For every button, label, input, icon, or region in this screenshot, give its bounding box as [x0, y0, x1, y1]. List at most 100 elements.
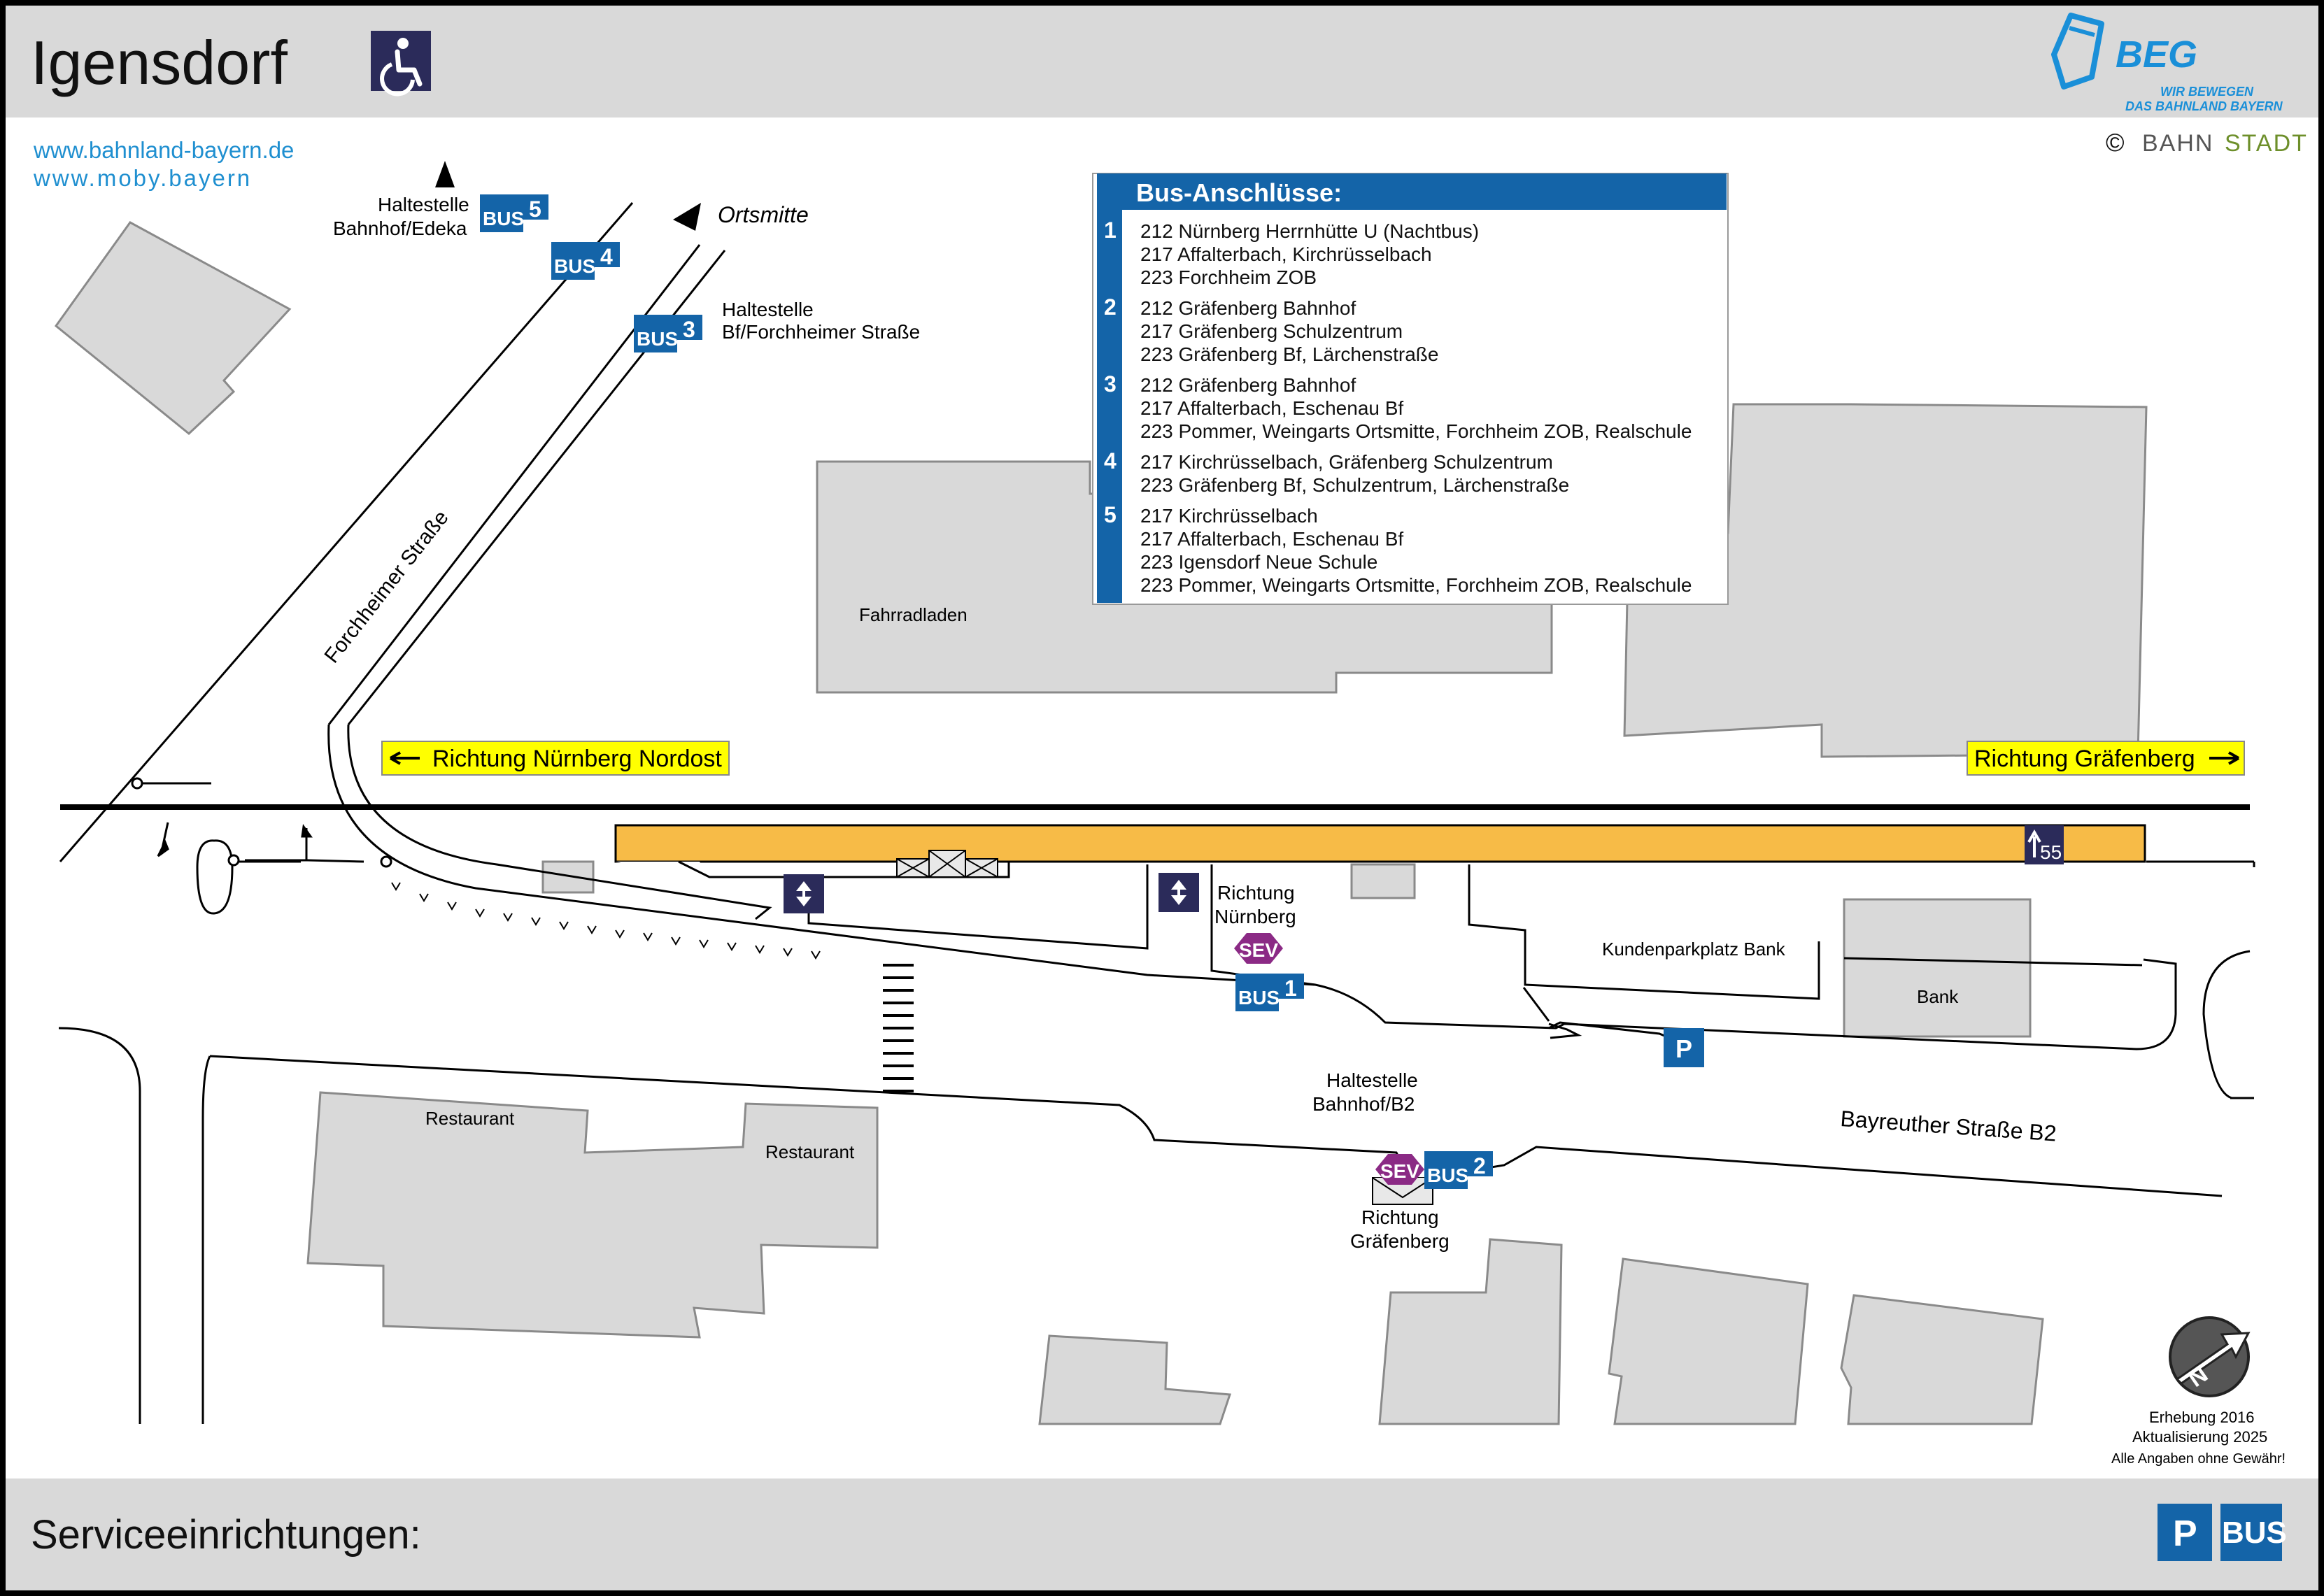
signal-circle-3 — [227, 854, 240, 867]
bus-connections-header — [1097, 173, 1727, 210]
bus-connections-line: 223 Pommer, Weingarts Ortsmitte, Forchhe… — [1140, 574, 1692, 596]
direction-sign-right: Richtung Gräfenberg — [1967, 741, 2245, 776]
north-arrow-icon — [435, 161, 455, 187]
platform — [614, 824, 2146, 863]
bus-connections-line: 212 Gräfenberg Bahnhof — [1140, 374, 1356, 396]
ortsmitte-label: Ortsmitte — [718, 202, 809, 227]
stop-3-label-2: Bf/Forchheimer Straße — [722, 321, 920, 343]
zebra-crossing — [883, 964, 914, 1092]
footer-services-label: Serviceeinrichtungen: — [31, 1512, 421, 1558]
direction-sign-left: Richtung Nürnberg Nordost — [381, 741, 730, 776]
bus-icon: BUS — [2220, 1504, 2287, 1561]
parking-icon: P — [2158, 1504, 2212, 1561]
label-kundenparkplatz: Kundenparkplatz Bank — [1602, 939, 1786, 960]
platform-lower-edge — [678, 860, 1010, 878]
sev-stop-graefenberg[interactable]: SEV — [1375, 1154, 1424, 1185]
stop-b2-label-1: Haltestelle — [1326, 1069, 1418, 1091]
bus-stop-1[interactable]: BUS 1 — [1235, 974, 1304, 1011]
railway-track — [60, 804, 2250, 810]
richtung-nuernberg-2: Nürnberg — [1214, 906, 1296, 927]
bus-connections-line: 223 Pommer, Weingarts Ortsmitte, Forchhe… — [1140, 420, 1692, 442]
bus-connections-line: 223 Gräfenberg Bf, Schulzentrum, Lärchen… — [1140, 474, 1569, 496]
header-bar — [6, 6, 2318, 117]
footer-parking-text: P — [2173, 1513, 2197, 1554]
note-survey: Erhebung 2016 — [2149, 1409, 2254, 1426]
label-bank: Bank — [1917, 986, 1959, 1007]
bus-connections-line: 217 Gräfenberg Schulzentrum — [1140, 320, 1403, 342]
parking-sign-text: P — [1675, 1034, 1692, 1063]
bus-connections-line: 223 Forchheim ZOB — [1140, 266, 1317, 288]
link-bahnland[interactable]: www.bahnland-bayern.de — [33, 137, 294, 163]
bus-stop-5-number: 5 — [529, 197, 541, 222]
stop-5-label-2: Bahnhof/Edeka — [333, 218, 467, 239]
bus-connections-line: 223 Igensdorf Neue Schule — [1140, 551, 1377, 573]
compass-icon: N — [2169, 1316, 2251, 1397]
sev-stop-graefenberg-text: SEV — [1380, 1160, 1419, 1182]
link-moby[interactable]: www.moby.bayern — [33, 165, 252, 191]
copyright-brand-2: STADT — [2225, 130, 2308, 157]
bus-connections-line: 212 Nürnberg Herrnhütte U (Nachtbus) — [1140, 220, 1479, 242]
building-right — [1623, 403, 2148, 758]
bus-stop-5[interactable]: BUS 5 — [480, 194, 548, 232]
signal-circle-2 — [380, 855, 392, 868]
bus-connections-title: Bus-Anschlüsse: — [1136, 178, 1342, 207]
beg-logo-tagline-2: DAS BAHNLAND BAYERN — [2125, 99, 2283, 113]
road-arrows — [157, 822, 313, 860]
building-top-left — [54, 221, 292, 435]
sev-stop-nuernberg[interactable]: SEV — [1234, 933, 1283, 964]
bus-connections-line: 217 Affalterbach, Eschenau Bf — [1140, 397, 1403, 419]
bus-stop-4-number: 4 — [600, 244, 613, 269]
bus-stop-3[interactable]: BUS 3 — [634, 315, 702, 352]
copyright: © BAHN STADT — [2106, 128, 2308, 157]
bus-connections-line: 212 Gräfenberg Bahnhof — [1140, 297, 1356, 319]
hedge-marks — [391, 882, 821, 960]
stop-b2-label-2: Bahnhof/B2 — [1312, 1093, 1415, 1115]
bus-stop-4[interactable]: BUS 4 — [551, 242, 620, 280]
bus-connections-line: 223 Gräfenberg Bf, Lärchenstraße — [1140, 343, 1438, 365]
label-fahrradladen: Fahrradladen — [859, 604, 968, 625]
bus-stop-1-bus-text: BUS — [1238, 987, 1280, 1009]
richtung-nuernberg-1: Richtung — [1217, 882, 1295, 904]
bus-stop-2[interactable]: BUS 2 — [1424, 1151, 1493, 1189]
footer-bar — [6, 1479, 2318, 1590]
building-restaurant — [306, 1091, 879, 1339]
building-bank — [1843, 898, 2032, 1038]
platform-access-icon — [784, 874, 824, 913]
stop-5-label-1: Haltestelle — [378, 194, 469, 215]
bus-connections-line: 217 Affalterbach, Kirchrüsselbach — [1140, 243, 1432, 265]
beg-logo: BEG WIR BEWEGEN DAS BAHNLAND BAYERN — [2051, 13, 2283, 113]
sev-stop-nuernberg-text: SEV — [1239, 939, 1278, 961]
bus-connections-panel: Bus-Anschlüsse: 1 212 Nürnberg Herrnhütte… — [1092, 173, 1729, 605]
direction-left-label: Richtung Nürnberg Nordost — [432, 746, 722, 772]
bus-connections-line: 217 Kirchrüsselbach — [1140, 505, 1318, 527]
bus-connections-line: 217 Affalterbach, Eschenau Bf — [1140, 528, 1403, 550]
shed-2 — [1350, 863, 1416, 899]
stop-3-label-1: Haltestelle — [722, 299, 814, 320]
building-bottom-1 — [1038, 1334, 1232, 1425]
footer-bus-text: BUS — [2222, 1516, 2287, 1550]
bus-connections-stop-number: 4 — [1104, 448, 1117, 473]
platform-access-icon-2 — [1159, 873, 1199, 912]
bus-connections-stop-number: 1 — [1104, 218, 1117, 243]
station-title: Igensdorf — [31, 28, 288, 97]
building-bottom-2 — [1378, 1238, 1563, 1425]
bus-connections-stop-number: 5 — [1104, 502, 1117, 527]
parking-sign[interactable]: P — [1664, 1028, 1704, 1067]
beg-logo-name: BEG — [2116, 34, 2197, 76]
bus-stop-2-bus-text: BUS — [1427, 1164, 1468, 1186]
platform-number: 55 — [2040, 841, 2062, 863]
bus-stop-1-number: 1 — [1284, 976, 1297, 1001]
bus-connections-stop-number: 2 — [1104, 294, 1117, 320]
signal-circle-1 — [131, 777, 143, 790]
bus-connections-sidebar — [1097, 210, 1122, 603]
bus-stop-4-bus-text: BUS — [554, 255, 595, 277]
ortsmitte-arrow-icon — [673, 203, 701, 231]
copyright-symbol: © — [2106, 128, 2125, 157]
building-bottom-4 — [1840, 1294, 2044, 1425]
bus-stop-5-bus-text: BUS — [483, 208, 524, 229]
copyright-brand-1: BAHN — [2142, 130, 2213, 157]
bus-stop-2-number: 2 — [1473, 1153, 1486, 1178]
bus-connections-stop-number: 3 — [1104, 371, 1117, 397]
direction-right-label: Richtung Gräfenberg — [1974, 746, 2195, 772]
richtung-graefenberg-1: Richtung — [1361, 1206, 1439, 1228]
